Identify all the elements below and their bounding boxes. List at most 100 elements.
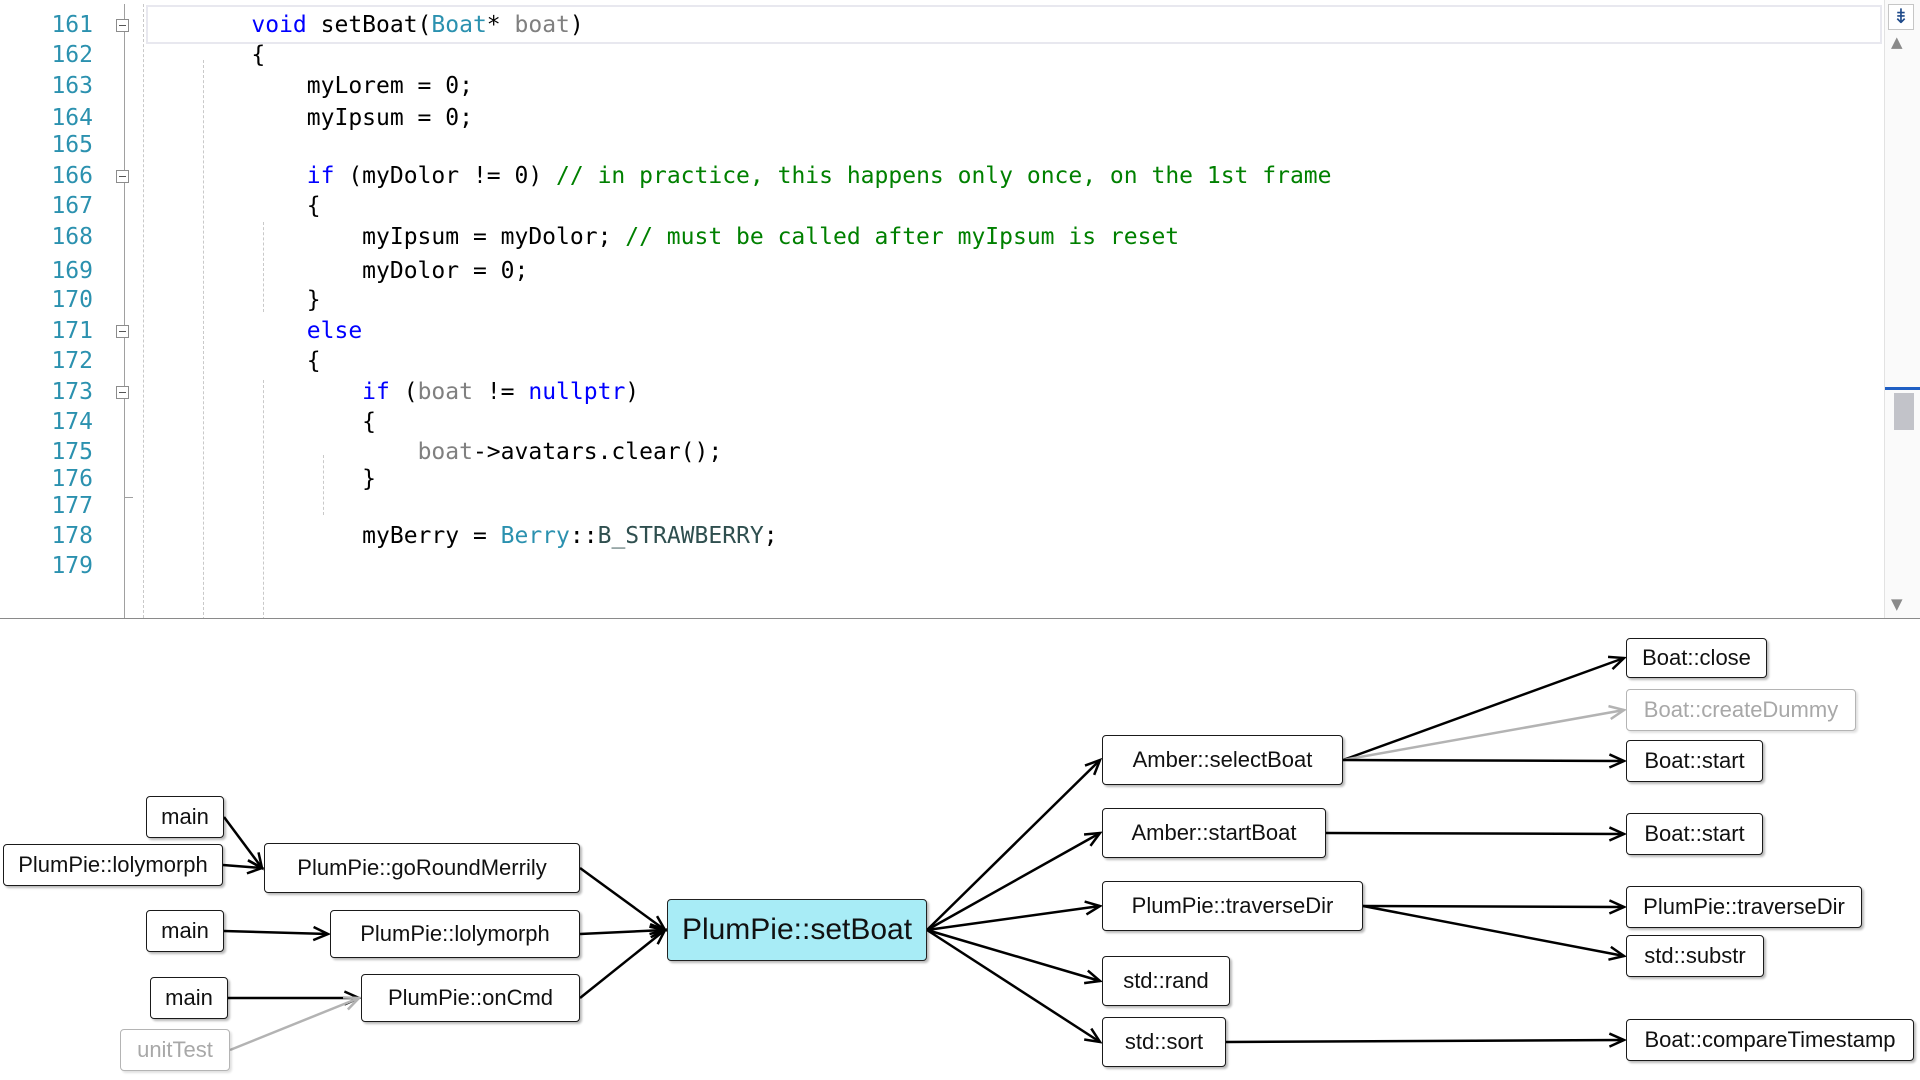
- code-line[interactable]: 174 {: [0, 407, 1880, 437]
- graph-node[interactable]: PlumPie::traverseDir: [1626, 886, 1862, 928]
- arrowhead-icon: [1608, 704, 1628, 721]
- call-edge: [579, 928, 666, 936]
- code-line[interactable]: 171 else: [0, 316, 1880, 346]
- vertical-scrollbar[interactable]: ⇟ ▲ ▼: [1884, 0, 1920, 618]
- code-line[interactable]: 178 myBerry = Berry::B_STRAWBERRY;: [0, 521, 1880, 551]
- line-number: 173: [51, 379, 93, 405]
- code-text: myBerry = Berry::B_STRAWBERRY;: [196, 523, 778, 549]
- code-line[interactable]: 173 if (boat != nullptr): [0, 377, 1880, 407]
- line-number: 172: [51, 348, 93, 374]
- graph-node[interactable]: PlumPie::lolymorph: [330, 910, 580, 958]
- code-text: if (boat != nullptr): [362, 379, 640, 405]
- line-number: 162: [51, 42, 93, 68]
- code-text: myLorem = 0;: [196, 73, 473, 99]
- code-line[interactable]: 168 myIpsum = myDolor; // must be called…: [0, 222, 1880, 252]
- code-text: }: [196, 287, 321, 313]
- code-editor[interactable]: 161 void setBoat(Boat* boat)162 {163 myL…: [0, 0, 1920, 619]
- scroll-up-icon[interactable]: ▲: [1891, 33, 1903, 51]
- code-text: myDolor = 0;: [196, 258, 529, 284]
- code-line[interactable]: 166 if (myDolor != 0) // in practice, th…: [0, 161, 1880, 191]
- scroll-thumb[interactable]: [1894, 393, 1914, 430]
- line-number: 178: [51, 523, 93, 549]
- fold-end-marker: [124, 497, 133, 498]
- graph-node[interactable]: PlumPie::onCmd: [361, 974, 580, 1022]
- code-line[interactable]: 169 myDolor = 0;: [0, 256, 1880, 286]
- code-line[interactable]: 167 {: [0, 191, 1880, 221]
- code-line[interactable]: 163 myLorem = 0;: [0, 71, 1880, 101]
- graph-node[interactable]: Boat::close: [1626, 638, 1767, 678]
- collapse-icon[interactable]: [116, 325, 129, 338]
- arrowhead-icon: [1608, 945, 1628, 961]
- call-edge: [1362, 904, 1625, 909]
- arrowhead-icon: [1608, 899, 1628, 915]
- graph-node[interactable]: std::substr: [1626, 935, 1764, 977]
- code-line[interactable]: 176 }: [0, 464, 1880, 494]
- arrowhead-icon: [649, 928, 668, 945]
- graph-node[interactable]: PlumPie::setBoat: [667, 899, 927, 961]
- line-number: 168: [51, 224, 93, 250]
- line-number: 166: [51, 163, 93, 189]
- collapse-icon[interactable]: [116, 19, 129, 32]
- call-edge: [579, 866, 666, 932]
- code-line[interactable]: 165: [0, 130, 1880, 160]
- graph-node[interactable]: Amber::startBoat: [1102, 808, 1326, 858]
- code-line[interactable]: 170 }: [0, 285, 1880, 315]
- code-line[interactable]: 175 boat->avatars.clear();: [0, 437, 1880, 467]
- graph-node[interactable]: PlumPie::goRoundMerrily: [264, 843, 580, 893]
- code-text: void setBoat(Boat* boat): [251, 12, 584, 38]
- indent-guide: [203, 60, 204, 618]
- graph-node[interactable]: Boat::start: [1626, 813, 1763, 855]
- line-number: 170: [51, 287, 93, 313]
- code-text: if (myDolor != 0) // in practice, this h…: [306, 163, 1332, 189]
- graph-node[interactable]: PlumPie::lolymorph: [3, 844, 223, 886]
- line-number: 175: [51, 439, 93, 465]
- graph-node[interactable]: PlumPie::traverseDir: [1102, 881, 1363, 931]
- arrowhead-icon: [1084, 900, 1104, 916]
- code-line[interactable]: 177: [0, 491, 1880, 521]
- call-edge: [229, 996, 360, 1052]
- code-line[interactable]: 164 myIpsum = 0;: [0, 103, 1880, 133]
- line-number: 167: [51, 193, 93, 219]
- graph-node[interactable]: std::rand: [1102, 956, 1230, 1006]
- call-edge: [926, 831, 1101, 932]
- split-window-icon[interactable]: ⇟: [1888, 4, 1914, 30]
- scroll-position-marker: [1885, 387, 1920, 390]
- graph-node[interactable]: main: [146, 910, 224, 952]
- line-number: 164: [51, 105, 93, 131]
- code-line[interactable]: 161 void setBoat(Boat* boat): [0, 10, 1880, 40]
- code-text: {: [196, 348, 321, 374]
- code-text: myIpsum = myDolor; // must be called aft…: [196, 224, 1180, 250]
- graph-node[interactable]: main: [146, 796, 224, 838]
- code-line[interactable]: 172 {: [0, 346, 1880, 376]
- graph-node[interactable]: main: [150, 977, 228, 1019]
- call-edge: [579, 929, 666, 999]
- arrowhead-icon: [1607, 655, 1627, 671]
- code-line[interactable]: 162 {: [0, 40, 1880, 70]
- arrowhead-icon: [246, 859, 266, 875]
- gutter-separator: [143, 4, 144, 618]
- call-edge: [222, 863, 263, 870]
- graph-node[interactable]: Amber::selectBoat: [1102, 735, 1343, 785]
- indent-guide: [323, 455, 324, 515]
- graph-node[interactable]: Boat::start: [1626, 740, 1763, 782]
- collapse-icon[interactable]: [116, 170, 129, 183]
- arrowhead-icon: [1083, 1027, 1103, 1044]
- code-line[interactable]: 179: [0, 551, 1880, 581]
- call-edge: [1362, 904, 1625, 958]
- collapse-icon[interactable]: [116, 386, 129, 399]
- call-edge: [926, 928, 1101, 983]
- graph-node[interactable]: unitTest: [120, 1029, 230, 1071]
- graph-node[interactable]: std::sort: [1102, 1017, 1226, 1067]
- call-edge: [1325, 831, 1625, 836]
- graph-node[interactable]: Boat::compareTimestamp: [1626, 1019, 1914, 1061]
- call-edge: [926, 904, 1101, 932]
- code-text: {: [196, 42, 266, 68]
- scroll-down-icon[interactable]: ▼: [1891, 595, 1903, 613]
- call-edge: [222, 816, 264, 869]
- graph-node[interactable]: Boat::createDummy: [1626, 689, 1856, 731]
- line-number: 169: [51, 258, 93, 284]
- line-number: 174: [51, 409, 93, 435]
- code-text: {: [196, 193, 321, 219]
- call-edge: [926, 759, 1101, 931]
